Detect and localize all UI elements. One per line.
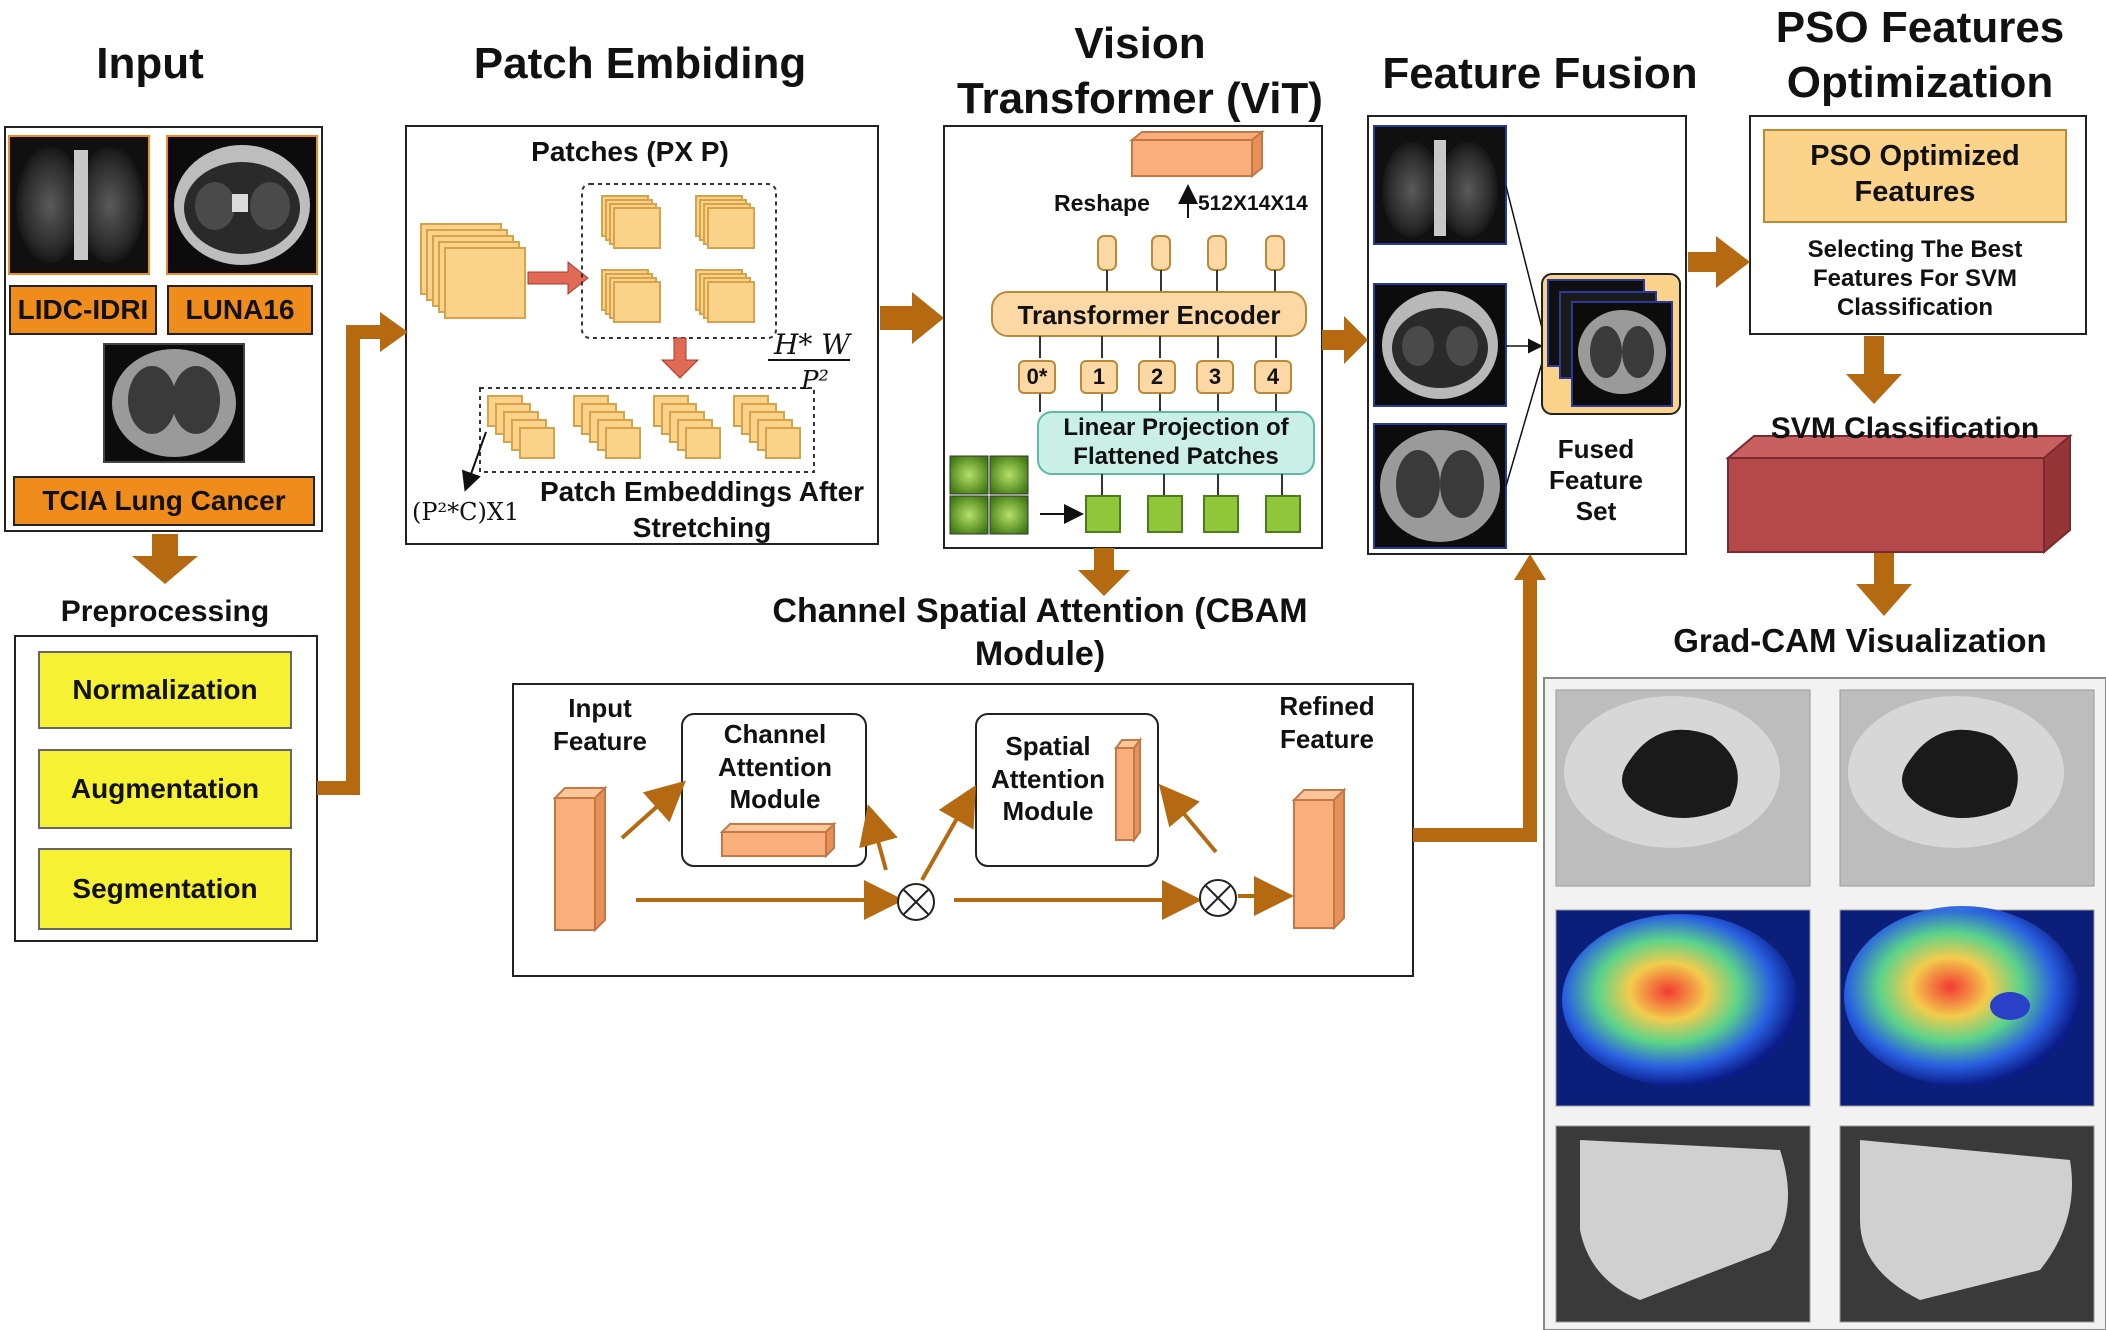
channel-line3: Module <box>729 784 821 814</box>
flow-arrows <box>132 236 1912 842</box>
gradcam-panel <box>1543 677 2106 1330</box>
spatial-attention-module <box>975 713 1159 867</box>
formula-denominator: P² <box>801 366 829 396</box>
transformer-encoder-box <box>991 291 1307 337</box>
fused-line1: Fused <box>1557 434 1635 464</box>
augmentation-step: Augmentation <box>38 749 292 829</box>
cbam-refined-feature-block <box>1291 787 1347 931</box>
dataset-label-lidc: LIDC-IDRI <box>9 285 157 335</box>
ct-luna-image <box>166 135 318 275</box>
input-patch-grid <box>949 455 1029 535</box>
reshape-dims-label: 512X14X14 <box>1198 192 1308 215</box>
patch-embeddings-label: Patch Embeddings After Stretching <box>522 474 882 547</box>
pso-optimized-box <box>1763 129 2067 223</box>
pso-desc-line3: Classification <box>1836 293 1994 321</box>
refined-line1: Refined <box>1279 691 1375 721</box>
fused-line2: Feature <box>1549 465 1643 496</box>
ct-lidc-image <box>8 135 150 275</box>
position-token-1: 1 <box>1080 360 1118 394</box>
dataset-label-luna: LUNA16 <box>167 285 313 335</box>
spatial-attention-block <box>1114 737 1142 843</box>
patch-embeddings-line1: Patch Embeddings After <box>539 476 865 507</box>
patches-dashed-box <box>581 183 777 339</box>
position-token-2: 2 <box>1138 360 1176 394</box>
cbam-input-line2: Feature <box>553 725 647 756</box>
pso-box-line1: PSO Optimized <box>1810 140 2020 172</box>
cbam-title-line2: Module) <box>974 634 1106 673</box>
input-title: Input <box>96 39 204 88</box>
patch-embedding-title: Patch Embiding <box>473 39 807 88</box>
vit-title-line2: Transformer (ViT) <box>957 74 1323 123</box>
refined-line2: Feature <box>1280 723 1374 754</box>
dataset-label-tcia: TCIA Lung Cancer <box>13 476 315 526</box>
patch-grid <box>601 195 755 323</box>
spatial-attention-label: Spatial Attention Module <box>980 730 1116 828</box>
formula-numerator: H* W <box>773 328 851 361</box>
pso-description: Selecting The Best Features For SVM Clas… <box>1760 236 2070 322</box>
cbam-refined-label: Refined Feature <box>1262 690 1392 755</box>
cbam-input-feature-block <box>552 785 608 933</box>
pso-title-line1: PSO Features <box>1775 3 2065 52</box>
patches-label: Patches (PX P) <box>531 136 729 167</box>
pso-title-line2: Optimization <box>1786 58 2054 107</box>
patch-stretch-arrow <box>660 337 700 379</box>
linear-projection-label: Linear Projection of Flattened Patches <box>1038 414 1314 472</box>
reshape-output-block <box>1129 129 1265 179</box>
channel-attention-label: Channel Attention Module <box>690 718 860 816</box>
vit-title-line1: Vision <box>1074 19 1206 68</box>
fusion-ct-1 <box>1373 125 1507 245</box>
channel-attention-block <box>719 821 837 859</box>
pso-optimized-label: PSO Optimized Features <box>1764 138 2066 211</box>
position-token-3: 3 <box>1196 360 1234 394</box>
svm-block <box>1725 433 2073 555</box>
multiply-node-2 <box>1199 879 1237 917</box>
flattened-patch-tokens <box>1085 495 1301 533</box>
cbam-title-line1: Channel Spatial Attention (CBAM <box>772 592 1308 630</box>
fused-line3: Set <box>1575 496 1617 527</box>
spatial-line2: Attention <box>990 763 1106 794</box>
preprocessing-title: Preprocessing <box>60 595 270 628</box>
cbam-title: Channel Spatial Attention (CBAM Module) <box>740 590 1340 675</box>
position-token-0: 0* <box>1018 360 1056 394</box>
svm-title: SVM Classification <box>1770 412 2040 445</box>
linear-projection-box <box>1037 411 1315 475</box>
transformer-encoder-label: Transformer Encoder <box>1017 300 1281 330</box>
pso-desc-line1: Selecting The Best <box>1807 236 2023 263</box>
pso-desc-line2: Features For SVM <box>1812 264 2018 292</box>
patch-split-arrow <box>527 260 589 296</box>
spatial-line3: Module <box>1002 796 1094 826</box>
reshape-label: Reshape <box>1054 190 1150 216</box>
pso-title: PSO Features Optimization <box>1740 0 2100 110</box>
vit-title: Vision Transformer (ViT) <box>920 16 1360 126</box>
position-token-4: 4 <box>1254 360 1292 394</box>
embeddings-dashed-box <box>479 387 815 473</box>
normalization-step: Normalization <box>38 651 292 729</box>
embedding-stacks <box>487 395 801 459</box>
multiply-node-1 <box>897 883 935 921</box>
patch-embeddings-line2: Stretching <box>632 512 772 544</box>
cbam-input-label: Input Feature <box>540 692 660 757</box>
token-connectors <box>1039 336 1277 412</box>
channel-line1: Channel <box>723 719 827 749</box>
spatial-line1: Spatial <box>1005 731 1091 761</box>
cbam-input-line1: Input <box>568 693 632 723</box>
gradcam-title: Grad-CAM Visualization <box>1673 622 2047 659</box>
channel-line2: Attention <box>717 751 833 782</box>
segmentation-step: Segmentation <box>38 848 292 930</box>
ct-tcia-image <box>103 343 245 463</box>
cbam-panel <box>512 683 1414 977</box>
input-image-stack <box>420 223 526 319</box>
feature-fusion-title: Feature Fusion <box>1382 49 1698 98</box>
fusion-ct-3 <box>1373 423 1507 549</box>
fused-feature-label: Fused Feature Set <box>1536 434 1656 528</box>
embedding-dim-label: (P²*C)X1 <box>412 498 520 526</box>
fusion-ct-2 <box>1373 283 1507 407</box>
fused-stack <box>1547 279 1673 407</box>
linear-projection-line2: Flattened Patches <box>1073 442 1279 470</box>
linear-projection-line1: Linear Projection of <box>1063 414 1289 441</box>
pso-box-line2: Features <box>1854 176 1976 209</box>
